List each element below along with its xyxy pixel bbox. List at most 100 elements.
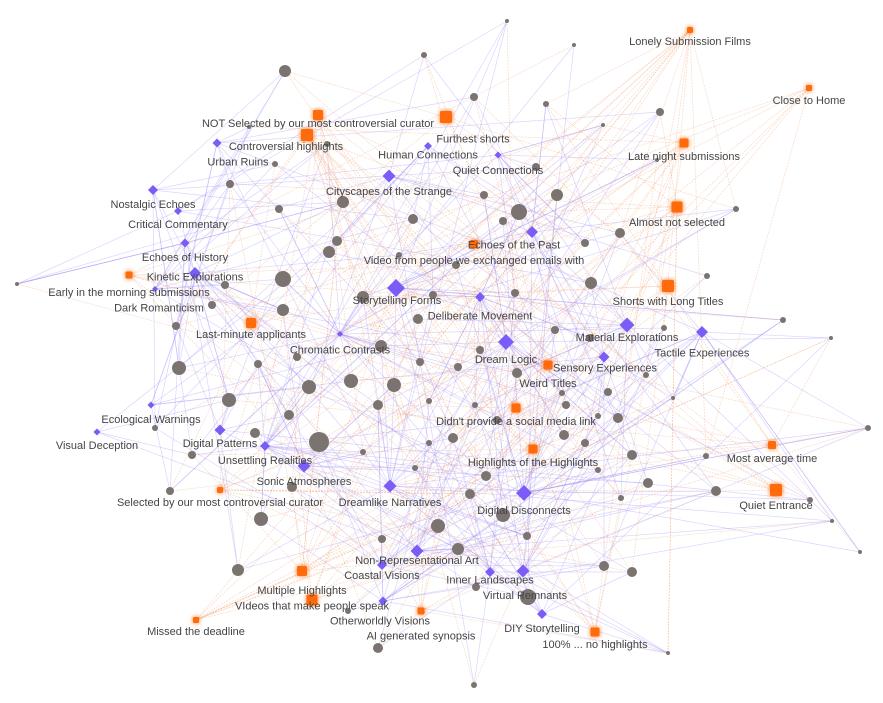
tag-node[interactable] <box>212 138 222 148</box>
category-node[interactable] <box>768 441 776 449</box>
tag-node[interactable] <box>148 185 158 195</box>
film-node[interactable] <box>277 304 289 316</box>
film-node[interactable] <box>452 261 460 269</box>
tag-node[interactable] <box>494 151 502 159</box>
film-node[interactable] <box>272 161 278 167</box>
film-node[interactable] <box>378 535 386 543</box>
category-node[interactable] <box>687 27 693 33</box>
film-node[interactable] <box>471 682 477 688</box>
film-node[interactable] <box>323 246 335 258</box>
tag-node[interactable] <box>387 279 405 297</box>
category-node[interactable] <box>528 444 538 454</box>
film-node[interactable] <box>643 372 649 378</box>
film-node[interactable] <box>357 291 369 303</box>
film-node[interactable] <box>511 204 527 220</box>
film-node[interactable] <box>309 432 329 452</box>
film-node[interactable] <box>247 125 251 129</box>
film-node[interactable] <box>465 489 475 499</box>
film-node[interactable] <box>655 158 659 162</box>
category-node[interactable] <box>662 280 674 292</box>
film-node[interactable] <box>408 214 418 224</box>
category-node[interactable] <box>297 566 307 576</box>
film-node[interactable] <box>454 363 462 371</box>
film-node[interactable] <box>830 519 834 523</box>
film-node[interactable] <box>511 289 519 297</box>
film-node[interactable] <box>656 108 664 116</box>
film-node[interactable] <box>671 396 675 400</box>
category-node[interactable] <box>217 487 223 493</box>
category-node[interactable] <box>671 201 683 213</box>
film-node[interactable] <box>595 467 601 473</box>
film-node[interactable] <box>551 189 563 201</box>
category-node[interactable] <box>313 110 323 120</box>
tag-node[interactable] <box>189 267 201 279</box>
film-node[interactable] <box>232 564 244 576</box>
film-node[interactable] <box>480 191 488 199</box>
tag-node[interactable] <box>180 238 190 248</box>
film-node[interactable] <box>188 451 196 459</box>
film-node[interactable] <box>807 497 813 503</box>
film-node[interactable] <box>601 123 605 127</box>
film-node[interactable] <box>543 101 549 107</box>
film-node[interactable] <box>221 281 229 289</box>
film-node[interactable] <box>559 390 565 396</box>
film-node[interactable] <box>551 326 559 334</box>
film-node[interactable] <box>520 589 536 605</box>
film-node[interactable] <box>287 482 297 492</box>
film-node[interactable] <box>293 353 301 361</box>
film-node[interactable] <box>412 465 418 471</box>
tag-node[interactable] <box>424 142 432 150</box>
film-node[interactable] <box>512 368 522 378</box>
film-node[interactable] <box>733 206 739 212</box>
film-node[interactable] <box>505 19 509 23</box>
film-node[interactable] <box>618 495 624 501</box>
tag-node[interactable] <box>598 351 610 363</box>
film-node[interactable] <box>493 416 501 424</box>
film-node[interactable] <box>613 413 623 423</box>
category-node[interactable] <box>511 403 521 413</box>
film-node[interactable] <box>559 430 569 440</box>
film-node[interactable] <box>360 449 366 455</box>
tag-node[interactable] <box>537 609 547 619</box>
film-node[interactable] <box>324 141 330 147</box>
tag-node[interactable] <box>485 567 495 577</box>
film-node[interactable] <box>448 433 458 443</box>
tag-node[interactable] <box>152 286 158 292</box>
film-node[interactable] <box>581 239 589 247</box>
category-node[interactable] <box>806 85 812 91</box>
film-node[interactable] <box>627 450 637 460</box>
film-node[interactable] <box>413 314 423 324</box>
film-node[interactable] <box>332 236 342 246</box>
film-node[interactable] <box>387 378 401 392</box>
tag-node[interactable] <box>498 334 514 350</box>
tag-node[interactable] <box>260 441 270 451</box>
film-node[interactable] <box>396 252 402 258</box>
film-node[interactable] <box>15 282 19 286</box>
film-node[interactable] <box>470 93 478 101</box>
film-node[interactable] <box>284 410 294 420</box>
category-node[interactable] <box>440 111 452 123</box>
film-node[interactable] <box>711 486 721 496</box>
category-node[interactable] <box>470 240 478 248</box>
film-node[interactable] <box>496 508 510 522</box>
film-node[interactable] <box>481 471 491 481</box>
film-node[interactable] <box>599 561 609 571</box>
film-node[interactable] <box>373 643 383 653</box>
film-node[interactable] <box>532 163 540 171</box>
film-node[interactable] <box>172 322 180 330</box>
tag-node[interactable] <box>382 169 396 183</box>
tag-node[interactable] <box>174 207 182 215</box>
tag-node[interactable] <box>516 564 530 578</box>
film-node[interactable] <box>254 512 268 526</box>
film-node[interactable] <box>476 346 484 354</box>
film-node[interactable] <box>250 428 260 438</box>
film-node[interactable] <box>302 380 316 394</box>
film-node[interactable] <box>166 487 174 495</box>
film-node[interactable] <box>703 453 709 459</box>
tag-node[interactable] <box>378 596 388 606</box>
film-node[interactable] <box>254 360 262 368</box>
film-node[interactable] <box>431 519 445 533</box>
film-node[interactable] <box>416 358 424 366</box>
